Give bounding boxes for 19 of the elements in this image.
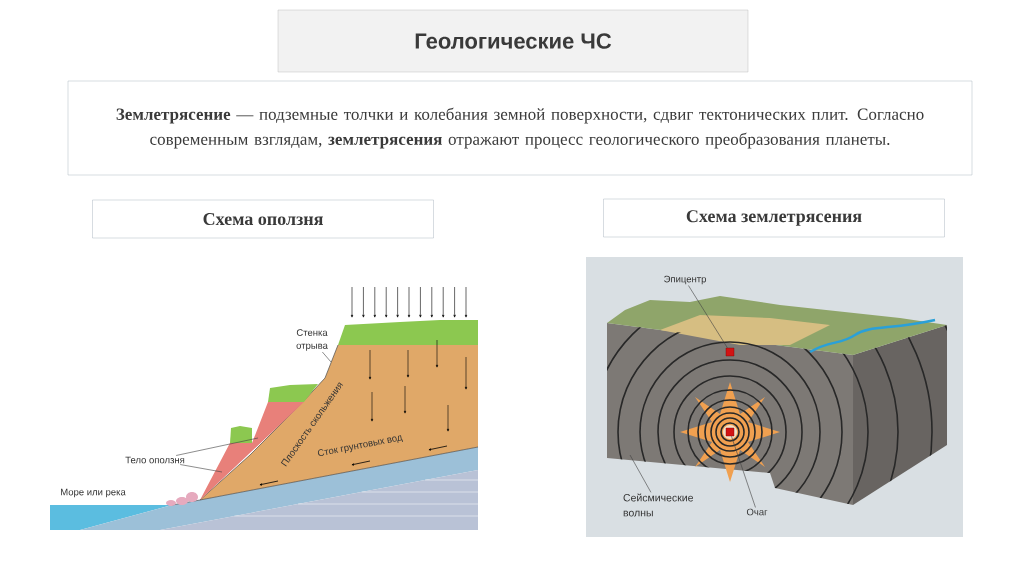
label: Стенка отрыва <box>296 329 328 351</box>
label: Море или река <box>61 488 126 498</box>
label: Сейсмические волны <box>623 493 694 517</box>
leader-line <box>179 464 223 473</box>
soil-block <box>199 320 478 501</box>
leader-line <box>175 437 259 456</box>
heading-box: Схема оползня <box>92 199 434 239</box>
leader-line <box>322 351 332 363</box>
leader-line <box>731 435 756 508</box>
focus-marker <box>725 427 735 437</box>
leader-line <box>629 454 652 493</box>
epicenter-marker <box>725 347 735 357</box>
rotated-label: Сток грунтовых вод <box>317 435 403 456</box>
title-box: Геологические ЧС <box>277 9 749 73</box>
heading-box: Схема землетрясения <box>603 198 945 238</box>
label: Тело оползня <box>125 456 185 464</box>
definition-box: Землетрясение — подземные толчки и колебания земной поверхности, сдвиг тектонических плит. Согласно современным взглядам, землетрясения отражают процесс геологического преобразования планеты. <box>67 80 973 176</box>
label: Эпицентр <box>664 275 706 285</box>
label: Очаг <box>746 508 768 516</box>
